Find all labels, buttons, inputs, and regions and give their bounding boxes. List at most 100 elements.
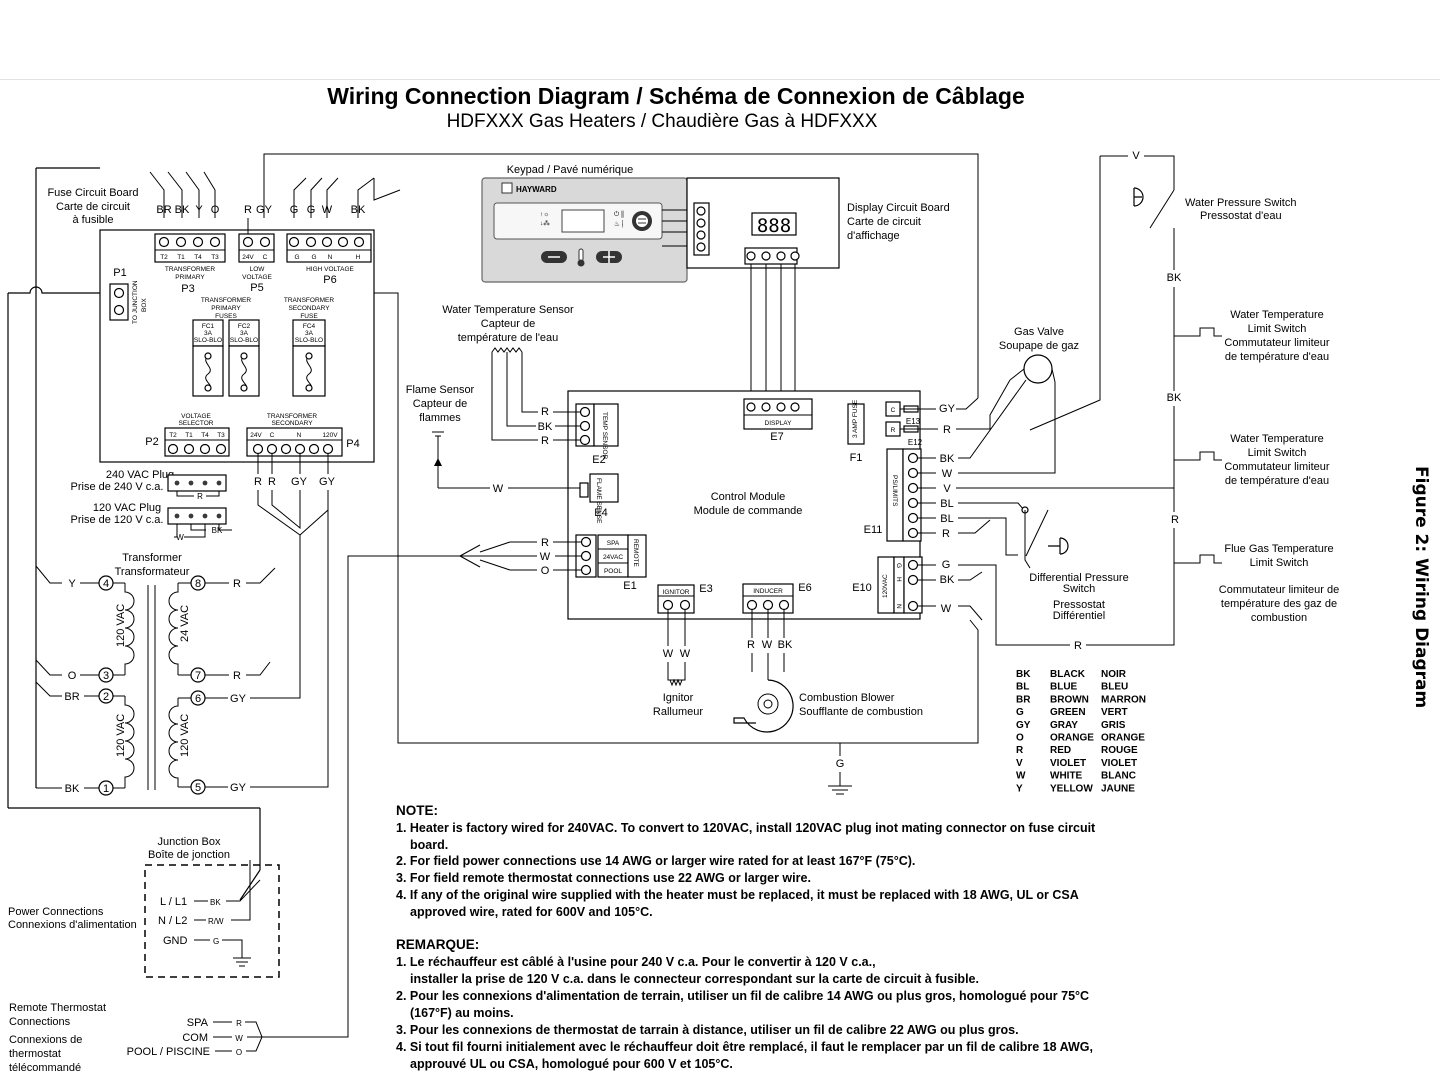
diff-pressure-label-fr1: Pressostat (1053, 599, 1105, 611)
fuse-circuit-board: Fuse Circuit Board Carte de circuit à fu… (47, 153, 979, 536)
junction-box: Junction Box Boîte de jonction L / L1 BK… (8, 836, 280, 978)
display-board-label-fr1: Carte de circuit (847, 216, 921, 228)
plug240-wire: R (197, 492, 203, 501)
e10-pin: H (895, 577, 902, 582)
legend-cell: YELLOW (1050, 783, 1093, 794)
display-circuit-board: 888 Display Circuit Board Carte de circu… (686, 177, 950, 402)
e4: E4 (594, 507, 607, 519)
legend-cell: Y (1016, 783, 1023, 794)
l1-label: L / L1 (160, 896, 187, 908)
note-line: 1. Heater is factory wired for 240VAC. T… (396, 821, 1096, 835)
flue-label-fr2: température des gaz de (1221, 598, 1337, 610)
limit1-label-fr1: Commutateur limiteur (1224, 337, 1329, 349)
e1: E1 (623, 580, 636, 592)
legend-cell: GRAY (1050, 720, 1078, 731)
blower-wire: R (747, 639, 755, 651)
legend-cell: VIOLET (1101, 758, 1137, 769)
safety-switch-chain: V Water Pressure Switch Pressostat d'eau… (1029, 150, 1339, 652)
junction-box-label: Junction Box (158, 836, 221, 848)
e3: E3 (699, 583, 712, 595)
e10-pin: G (895, 563, 902, 568)
fuse-board-label-fr1: Carte de circuit (56, 201, 130, 213)
fc1-text: FC1 (202, 323, 215, 330)
e11-wire: R (942, 528, 950, 540)
flue-label2: Limit Switch (1250, 557, 1309, 569)
connector-p5: R GY 24V C LOW VOLTAGE P5 (238, 153, 979, 398)
coil-label: 120 VAC (115, 604, 127, 647)
fc2-text: 3A (240, 330, 249, 337)
p2-pin: T1 (185, 432, 193, 439)
hayward-logo-icon (501, 182, 513, 194)
ground-wire: G (836, 758, 845, 770)
p2-pin: T3 (217, 432, 225, 439)
differential-pressure-switch: Differential Pressure Switch Pressostat … (1021, 506, 1129, 622)
blower-wire: BK (778, 639, 793, 651)
temp-sensor-wire: R (541, 435, 549, 447)
voltage-selector-caption: SELECTOR (179, 420, 214, 427)
flame-sensor-label-fr2: flammes (419, 412, 461, 424)
p4-wire-label: GY (319, 476, 336, 488)
e11-wire: BK (940, 453, 955, 465)
e2-label: TEMP SENSOR (601, 412, 608, 460)
p4-wire-label: R (268, 476, 276, 488)
fc2-text: FC2 (238, 323, 251, 330)
e7-label: DISPLAY (765, 420, 793, 427)
wire-label: R (943, 424, 951, 436)
display-board-label-fr2: d'affichage (847, 230, 900, 242)
chain-wire: R (1171, 514, 1179, 526)
note-line-fr: 1. Le réchauffeur est câblé à l'usine po… (396, 955, 876, 969)
p3-pin: T1 (177, 254, 185, 261)
legend-cell: BROWN (1050, 694, 1089, 705)
plug-120: 120 VAC Plug Prise de 120 V c.a. W BK (71, 502, 232, 542)
legend-cell: GREEN (1050, 707, 1086, 718)
e1-wire: W (540, 551, 551, 563)
terminal-number: 2 (103, 691, 109, 703)
plug120-label: 120 VAC Plug (93, 502, 161, 514)
transformer-label-fr: Transformateur (115, 566, 190, 578)
note-line: board. (410, 838, 448, 852)
e1-side-label: REMOTE (632, 539, 639, 567)
gas-valve-label-fr: Soupape de gaz (999, 340, 1079, 352)
p2-label: P2 (145, 436, 158, 448)
terminal-wire: R (233, 670, 241, 682)
plug120-label-fr: Prise de 120 V c.a. (71, 514, 164, 526)
p4-pin: 120V (322, 432, 338, 439)
diagram-subtitle: HDFXXX Gas Heaters / Chaudière Gas à HDF… (447, 111, 878, 132)
e10-wire: G (942, 559, 951, 571)
coil-label: 120 VAC (179, 714, 191, 757)
diff-pressure-label1: Differential Pressure (1029, 572, 1128, 584)
fc4-text: SLO-BLO (295, 337, 323, 344)
water-pressure-label-fr: Pressostat d'eau (1200, 210, 1282, 222)
note-line-fr: 2. Pour les connexions d'alimentation de… (396, 989, 1089, 1003)
top-wire: V (1132, 150, 1140, 162)
secondary-fuse-caption: FUSE (300, 313, 318, 320)
e7: E7 (770, 431, 783, 443)
ignitor-label-fr: Rallumeur (653, 706, 703, 718)
note-line-fr: 3. Pour les connexions de thermostat de … (396, 1023, 1019, 1037)
figure-caption: Figure 2: Wiring Diagram (1411, 466, 1431, 708)
water-temp-sensor-label-fr2: température de l'eau (458, 332, 559, 344)
limit1-label-fr2: de température d'eau (1225, 351, 1329, 363)
legend-cell: ORANGE (1050, 733, 1094, 744)
legend-cell: BLACK (1050, 669, 1086, 680)
note-line: 3. For field remote thermostat connectio… (396, 871, 811, 885)
p2-pin: T4 (201, 432, 209, 439)
p5-caption: LOW (250, 266, 266, 273)
remote-thermostat-label-fr2: thermostat (9, 1048, 61, 1060)
l2-wire: R/W (208, 917, 224, 926)
e3-label: IGNITOR (663, 589, 690, 596)
p4-label: P4 (346, 438, 359, 450)
left-wires (7, 167, 261, 901)
legend-cell: GY (1016, 720, 1031, 731)
terminal-wire: Y (68, 578, 76, 590)
gnd-label: GND (163, 935, 188, 947)
terminal-wire: R (233, 578, 241, 590)
fc4-text: 3A (305, 330, 314, 337)
resistor-icon (491, 347, 523, 353)
notes-heading-fr: REMARQUE: (396, 937, 479, 952)
p5-pin: 24V (242, 254, 254, 261)
note-line-fr: (167°F) au moins. (410, 1006, 514, 1020)
limit2-label-fr2: de température d'eau (1225, 475, 1329, 487)
combustion-blower: R W BK Combustion Blower Soufflante de c… (733, 610, 923, 733)
diagram-title: Wiring Connection Diagram / Schéma de Co… (327, 83, 1025, 109)
